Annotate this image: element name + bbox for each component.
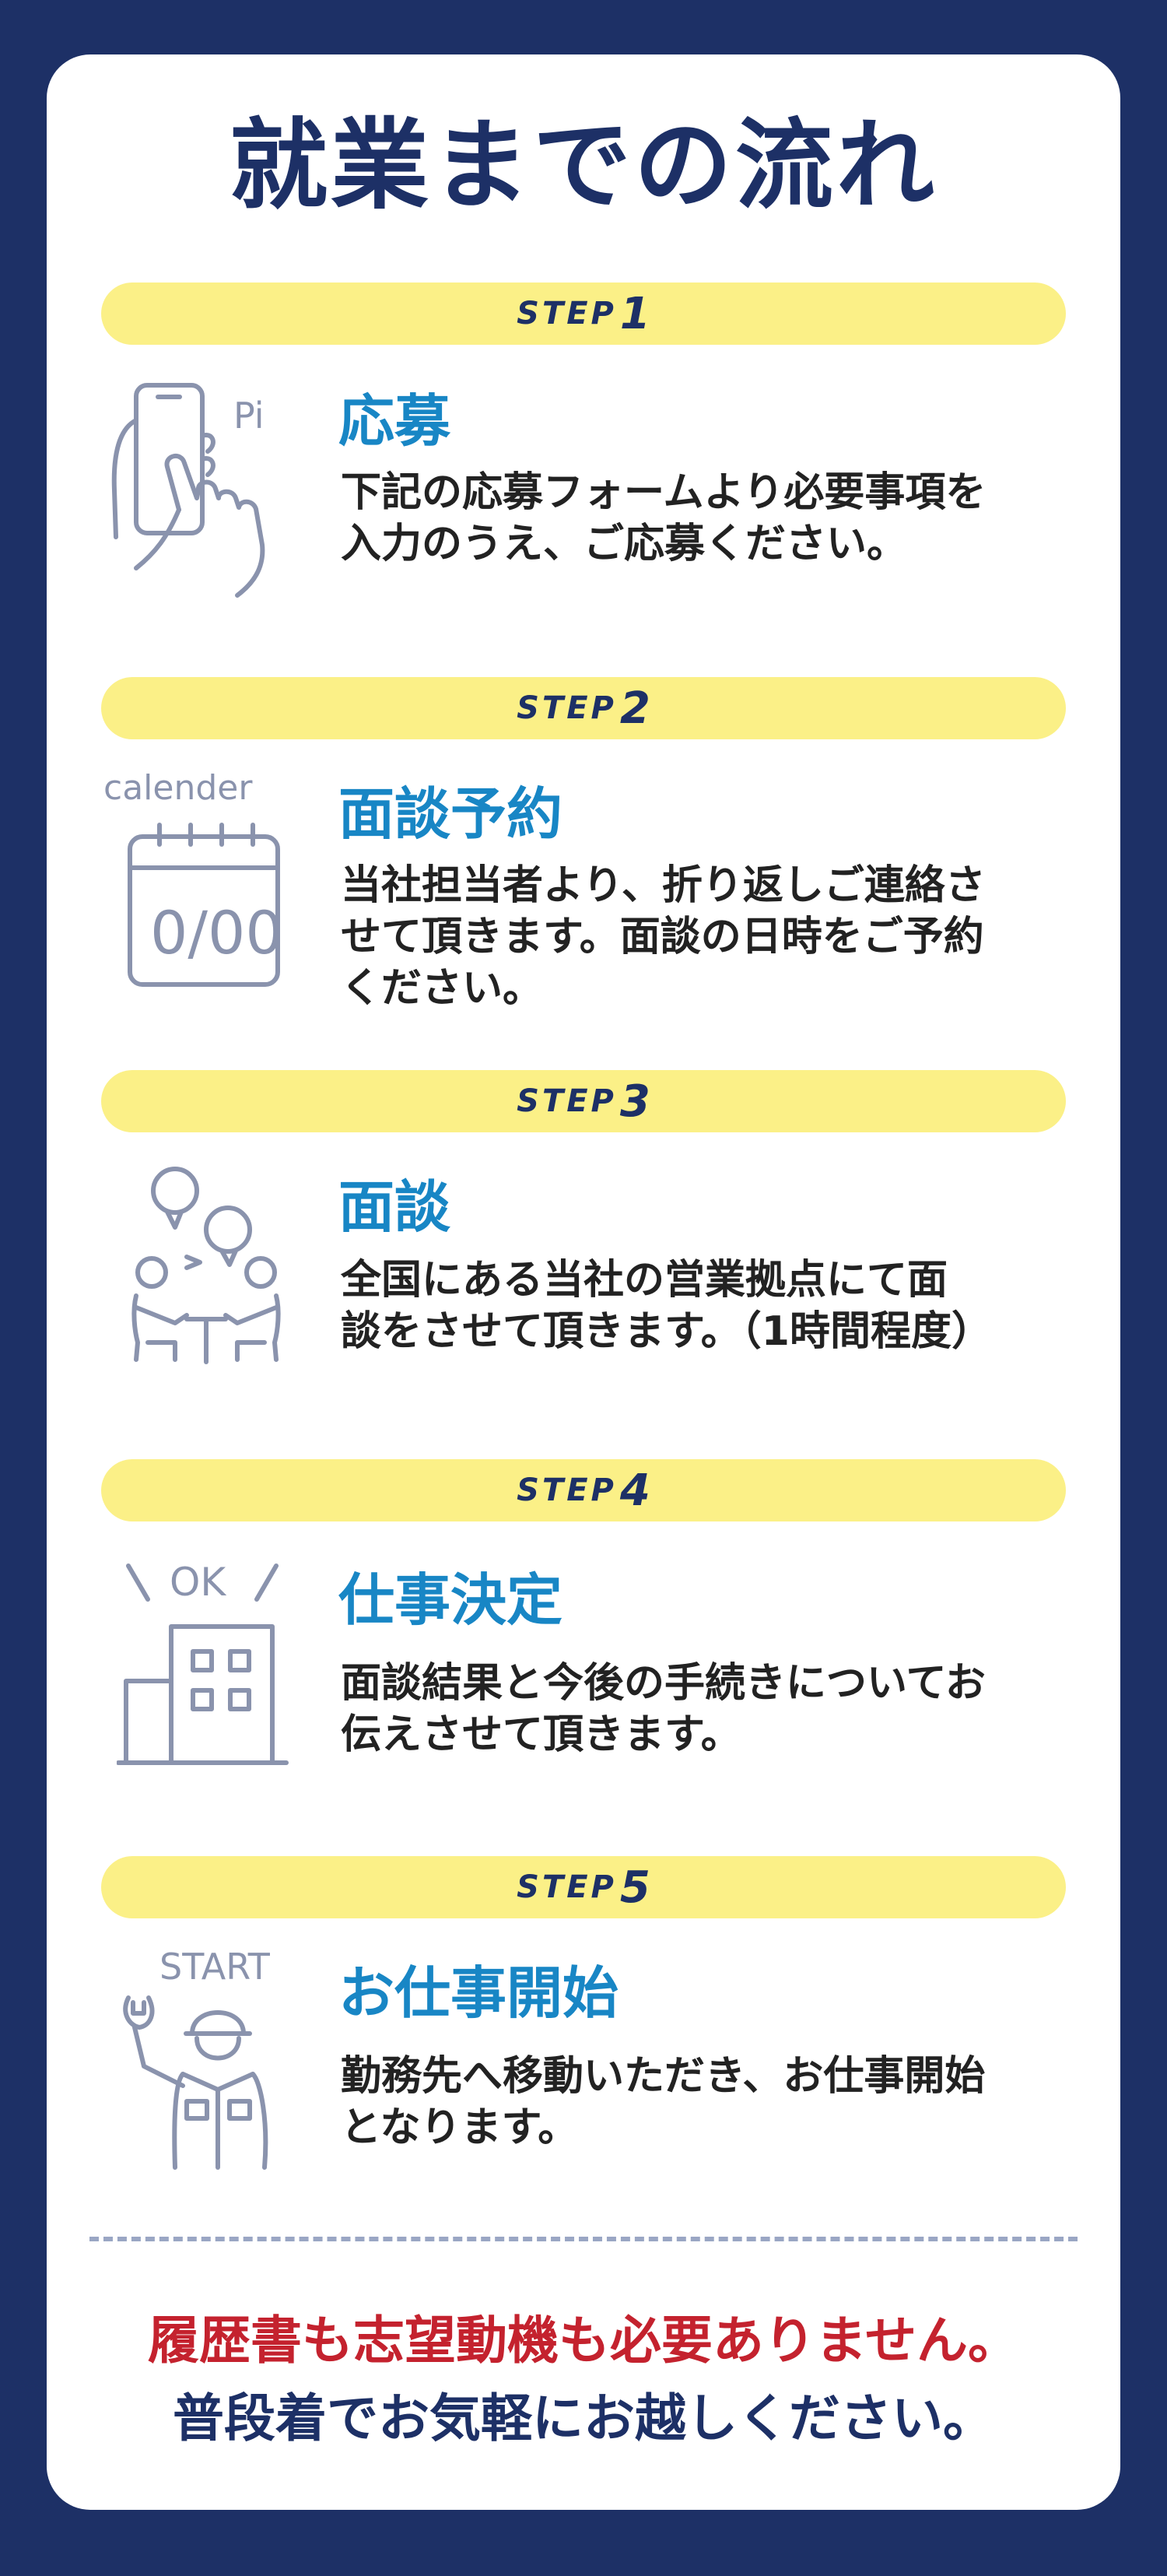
step-3-desc: 全国にある当社の営業拠点にて面 談をさせて頂きます。（1時間程度） [341,1255,1072,1357]
step-number: 5 [619,1862,650,1913]
step-4-desc: 面談結果と今後の手続きについてお 伝えさせて頂きます。 [341,1658,1072,1760]
desc-line: せて頂きます。面談の日時をご予約 [341,914,984,960]
step-number: 1 [619,288,650,339]
step-5-title: お仕事開始 [338,1960,619,2026]
step-4-title: 仕事決定 [338,1567,563,1633]
step-1-desc: 下記の応募フォームより必要事項を 入力のうえ、ご応募ください。 [341,467,1072,570]
step-number: 2 [619,683,650,734]
desc-line: 勤務先へ移動いただき、お仕事開始 [341,2053,986,2100]
content-card [47,54,1120,2510]
step-2-title: 面談予約 [338,781,563,847]
step-word: STEP [517,1083,617,1119]
desc-line: 下記の応募フォームより必要事項を [341,469,987,516]
step-2-desc: 当社担当者より、折り返しご連絡さ せて頂きます。面談の日時をご予約 ください。 [341,860,1072,1014]
step-5-desc: 勤務先へ移動いただき、お仕事開始 となります。 [341,2051,1072,2153]
worker-start-icon: START [105,1942,300,2175]
calendar-icon: calender 0/00 [97,767,300,1000]
desc-line: 全国にある当社の営業拠点にて面 [341,1257,948,1304]
step-number: 4 [619,1465,650,1516]
svg-text:0/00: 0/00 [150,898,283,967]
building-ok-icon: OK [117,1556,296,1774]
step-word: STEP [517,1869,617,1905]
desc-line: 入力のうえ、ご応募ください。 [341,521,908,567]
desc-line: 面談結果と今後の手続きについてお [341,1660,986,1707]
step-word: STEP [517,296,617,332]
desc-line: 談をさせて頂きます。（1時間程度） [341,1308,992,1355]
desc-line: となります。 [341,2104,579,2151]
step-3-title: 面談 [338,1174,451,1240]
dashed-divider [89,2237,1078,2241]
footer-notice-red: 履歴書も志望動機も必要ありません。 [147,2311,1020,2371]
desc-line: 伝えさせて頂きます。 [341,1711,741,1758]
footer-notice-blue: 普段着でお気軽にお越しください。 [173,2388,994,2448]
step-1-title: 応募 [338,388,451,454]
step-word: STEP [517,1472,617,1508]
svg-text:calender: calender [103,768,253,808]
svg-text:Pi: Pi [233,395,265,437]
desc-line: 当社担当者より、折り返しご連絡さ [341,862,986,909]
interview-icon [113,1156,300,1374]
page-title: 就業までの流れ [230,108,937,223]
step-number: 3 [619,1076,650,1127]
svg-text:OK: OK [170,1560,226,1605]
desc-line: ください。 [341,965,544,1012]
smartphone-tap-icon: Pi [105,374,292,607]
step-word: STEP [517,690,617,726]
svg-text:START: START [159,1946,271,1988]
